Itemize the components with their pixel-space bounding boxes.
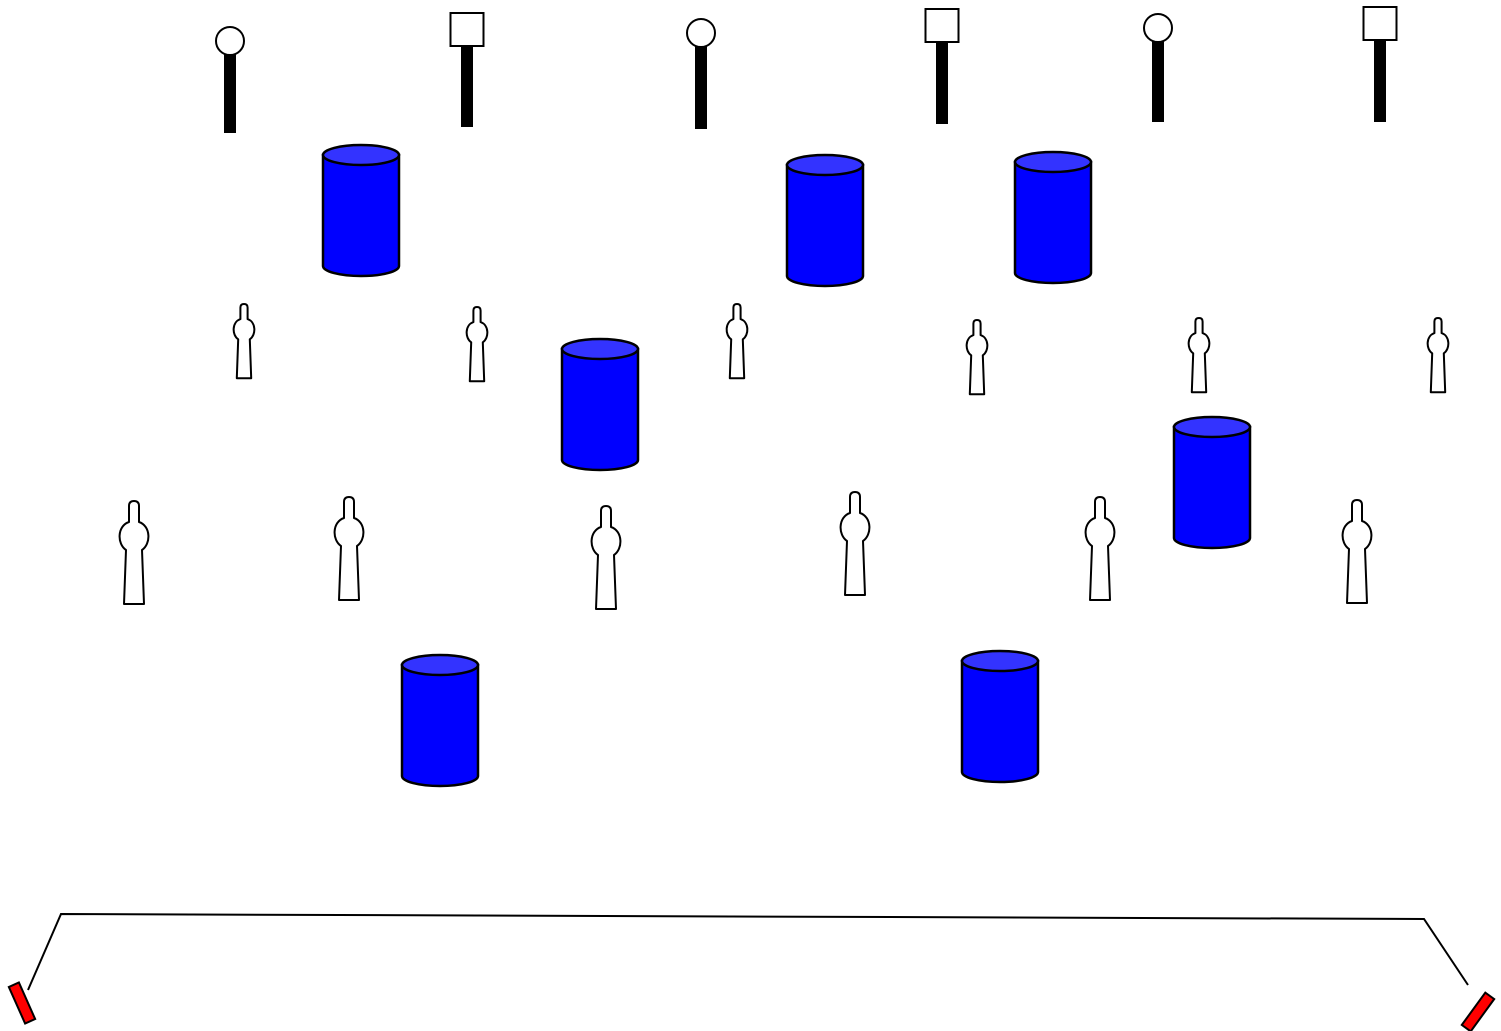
steel-target-plate [215, 26, 245, 56]
fault-line-handle [1460, 991, 1496, 1031]
fault-line-icon [7, 912, 1496, 1031]
steel-target-plate [924, 8, 960, 43]
barrel-icon [1172, 415, 1252, 550]
silhouette-target-icon [590, 505, 622, 610]
barrel-icon [321, 143, 401, 278]
silhouette-target-icon [1187, 317, 1211, 394]
steel-target-pole [695, 45, 707, 129]
steel-target-pole [224, 53, 236, 133]
fault-line-handle [7, 981, 37, 1025]
steel-target-plate [686, 18, 716, 48]
fault-line-rope [27, 912, 1469, 991]
steel-target-row [215, 6, 1398, 133]
silhouette-target-icon [118, 500, 150, 605]
barrel-icon [785, 153, 865, 288]
silhouette-target-icon [465, 306, 489, 383]
steel-target-pole [936, 40, 948, 124]
barrel-body [960, 659, 1040, 784]
barrel-group [321, 143, 1252, 788]
steel-target-plate [1362, 6, 1398, 41]
silhouette-target-icon [232, 303, 256, 380]
steel-target-pole [1152, 40, 1164, 122]
silhouette-target-icon [725, 303, 749, 380]
barrel-icon [1013, 150, 1093, 285]
barrel-body [400, 663, 480, 788]
near-silhouette-row [118, 491, 1373, 610]
barrel-top [960, 649, 1040, 673]
silhouette-target-icon [333, 496, 365, 601]
far-silhouette-row [232, 303, 1450, 396]
barrel-top [1013, 150, 1093, 174]
silhouette-target-icon [1084, 496, 1116, 601]
barrel-top [560, 337, 640, 361]
barrel-icon [560, 337, 640, 472]
round-steel-target-icon [215, 26, 245, 133]
handle-grip [7, 981, 37, 1025]
square-steel-target-icon [449, 12, 485, 127]
square-steel-target-icon [1362, 6, 1398, 122]
barrel-top [1172, 415, 1252, 439]
steel-target-pole [1374, 38, 1386, 122]
steel-target-pole [461, 44, 473, 127]
barrel-body [1013, 160, 1093, 285]
barrel-top [321, 143, 401, 167]
handle-grip [1460, 991, 1496, 1031]
barrel-top [785, 153, 865, 177]
barrel-icon [960, 649, 1040, 784]
steel-target-plate [1143, 13, 1173, 43]
fault-line [7, 912, 1496, 1031]
barrel-top [400, 653, 480, 677]
steel-target-plate [449, 12, 485, 47]
barrel-body [1172, 425, 1252, 550]
silhouette-target-icon [965, 319, 989, 396]
square-steel-target-icon [924, 8, 960, 124]
barrel-body [321, 153, 401, 278]
round-steel-target-icon [686, 18, 716, 129]
barrel-body [785, 163, 865, 288]
barrel-icon [400, 653, 480, 788]
silhouette-target-icon [1341, 499, 1373, 604]
round-steel-target-icon [1143, 13, 1173, 122]
silhouette-target-icon [1426, 317, 1450, 394]
barrel-body [560, 347, 640, 472]
silhouette-target-icon [839, 491, 871, 596]
